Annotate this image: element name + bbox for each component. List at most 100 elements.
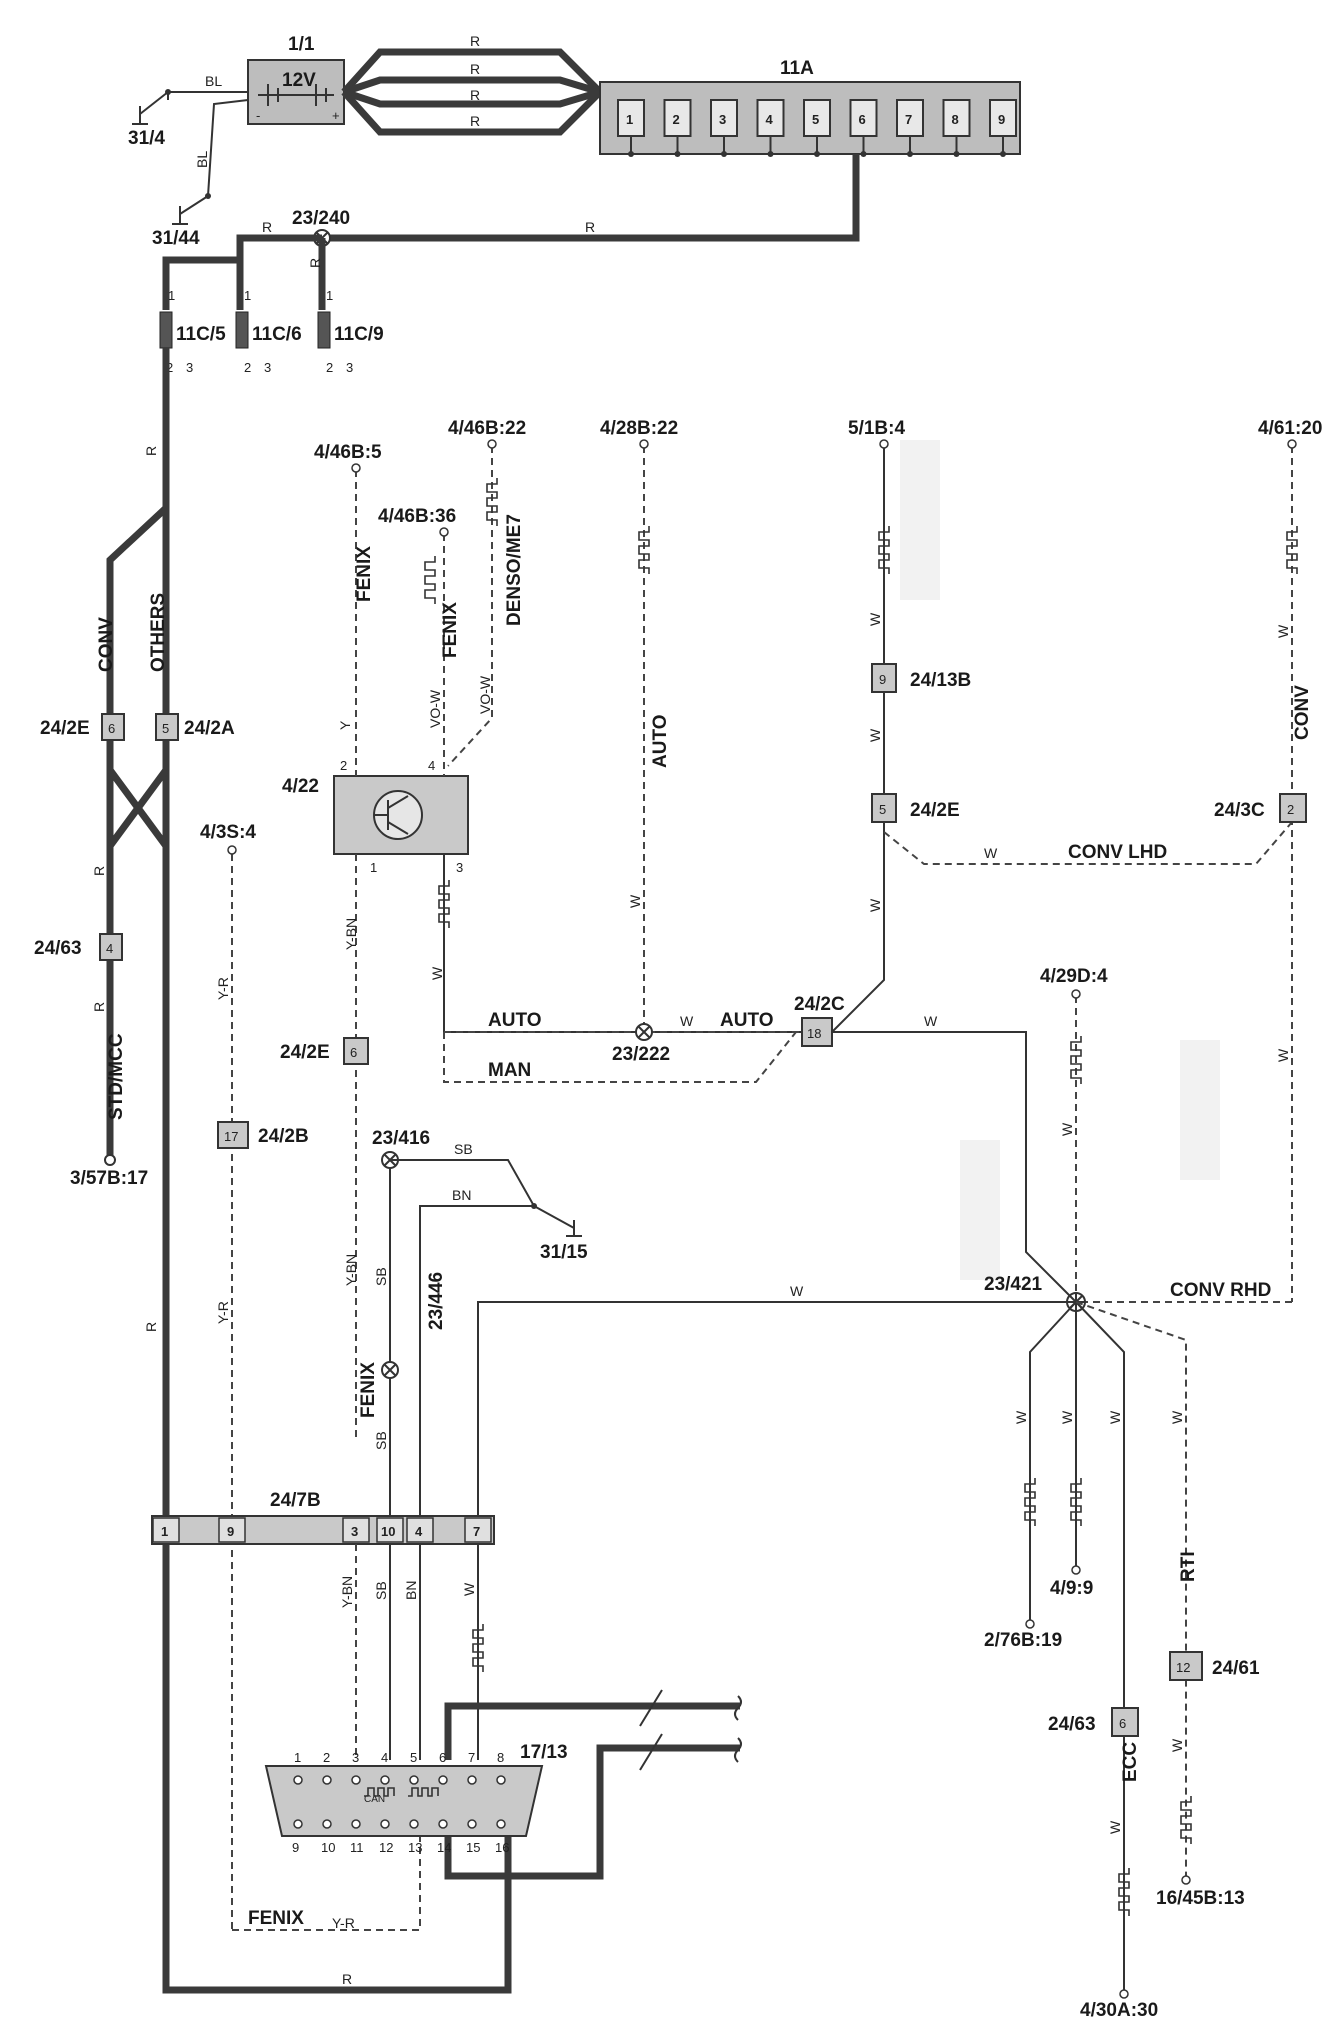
dlc-top-pin-label: 3 <box>352 1750 359 1765</box>
bar-pin-label: 4 <box>415 1524 423 1539</box>
splice-23-222: 23/222 <box>612 1044 670 1065</box>
connector-24-2a-pin: 5 <box>162 721 169 736</box>
bar-pin-label: 9 <box>227 1524 234 1539</box>
wire-label-w-14: W <box>1059 1410 1075 1424</box>
fuse-slot-label: 1 <box>626 112 633 127</box>
dlc-top-pin-label: 5 <box>410 1750 417 1765</box>
wire-label-bn-1: BN <box>452 1187 471 1203</box>
connector-24-2e-mid-ref: 24/2E <box>280 1042 330 1063</box>
connector-24-63-left-ref: 24/63 <box>34 938 82 959</box>
dlc-bottom-pin-label: 15 <box>466 1840 480 1855</box>
main-r-line: R R R CONV OTHERS R R STD/MCC 3/57B:17 <box>70 348 512 1994</box>
pulse-symbol <box>486 478 498 526</box>
bar-pin-label: 1 <box>161 1524 168 1539</box>
bar-pin-label: 10 <box>381 1524 395 1539</box>
wire-label-w-19: W <box>461 1582 477 1596</box>
dlc-bottom-pin-15 <box>467 1819 477 1829</box>
dlc-bottom-pin-label: 14 <box>437 1840 451 1855</box>
wire-label-r-1: R <box>470 33 480 49</box>
svg-text:3: 3 <box>346 360 353 375</box>
dlc-top-pin-7 <box>467 1775 477 1785</box>
wire-label-sb-3: SB <box>373 1431 389 1450</box>
splice-23-446: 23/446 <box>426 1272 447 1330</box>
wire-label-y-r-2: Y-R <box>215 1301 231 1324</box>
connector-24-2a: 5 24/2A <box>155 713 235 741</box>
fuse-11c-5: 11C/5 <box>176 324 226 345</box>
wire-label-sb-4: SB <box>373 1581 389 1600</box>
wire-label-w-7: W <box>984 845 998 861</box>
wire-label-w-12: W <box>790 1283 804 1299</box>
svg-text:2: 2 <box>166 360 173 375</box>
dlc-bottom-pin-label: 13 <box>408 1840 422 1855</box>
fuse-slot-2 <box>663 99 692 137</box>
connector-24-63-right: 6 24/63 <box>1048 1707 1139 1737</box>
wire-label-w-16: W <box>1107 1820 1123 1834</box>
connector-24-63-right-pin: 6 <box>1119 1716 1126 1731</box>
battery: 1/1 12V - + <box>247 34 345 125</box>
fuse-11c-6: 11C/6 <box>252 324 302 345</box>
wire-cut-marks <box>639 1689 742 1771</box>
wire-label-r-8: R <box>143 446 159 456</box>
pulse-symbol <box>1024 1478 1036 1526</box>
ground-31-4: 31/4 <box>128 128 165 149</box>
fuse-slot-6 <box>849 99 878 137</box>
terminal-4-29d-4: 4/29D:4 <box>1040 966 1108 987</box>
wire-label-y-bn-3: Y-BN <box>339 1576 355 1608</box>
fuse-slot-label: 6 <box>859 112 866 127</box>
battery-plus: + <box>332 108 340 123</box>
splice-23-416-label: 23/416 <box>372 1128 430 1149</box>
dlc-bottom-pin-12 <box>380 1819 390 1829</box>
variant-conv-lhd: CONV LHD <box>1068 842 1167 863</box>
splice-23-416: 23/416 SB BN 31/15 SB SB 23/446 <box>372 1128 588 1528</box>
wire-label-bl: BL <box>205 73 222 89</box>
terminal-3-57b-17: 3/57B:17 <box>70 1168 148 1189</box>
wire-label-w-9: W <box>1275 1048 1291 1062</box>
connector-24-2e-left: 6 24/2E <box>40 713 125 741</box>
wire-label-y-r-3: Y-R <box>332 1915 355 1931</box>
battery-feed-wires: R R R R <box>341 33 603 136</box>
wire-label-y: Y <box>337 720 353 730</box>
dlc-top-pin-5 <box>409 1775 419 1785</box>
connector-24-2e-left-pin: 6 <box>108 721 115 736</box>
dlc-top-pin-label: 2 <box>323 1750 330 1765</box>
module-4-22: 4/22 2 4 1 3 <box>282 758 469 875</box>
wire-5-1b-4: 5/1B:4 W W W W CONV LHD <box>831 418 1293 1033</box>
variant-auto-vertical: AUTO <box>650 715 671 768</box>
fuse-slot-4 <box>756 99 785 137</box>
variant-fenix-1: FENIX <box>354 546 375 602</box>
terminal-4-46b-22: 4/46B:22 <box>448 418 526 439</box>
terminal-2-76b-19: 2/76B:19 <box>984 1630 1062 1651</box>
variant-man: MAN <box>488 1060 531 1081</box>
wire-label-r-7: R <box>307 258 323 268</box>
wire-label-sb-1: SB <box>454 1141 473 1157</box>
wire-label-bl-2: BL <box>194 151 210 168</box>
bar-pin-4 <box>406 1517 434 1543</box>
battery-voltage: 12V <box>282 70 316 91</box>
dlc-bottom-pin-9 <box>293 1819 303 1829</box>
connector-24-61-ref: 24/61 <box>1212 1658 1260 1679</box>
svg-text:1: 1 <box>168 288 175 303</box>
wire-label-r-6: R <box>262 219 272 235</box>
battery-ground-wires: BL 31/4 BL 31/44 <box>128 73 249 249</box>
wire-label-r-4: R <box>470 113 480 129</box>
wire-label-bn-2: BN <box>403 1581 419 1600</box>
svg-text:2: 2 <box>326 360 333 375</box>
fuse-box-ref: 11A <box>780 58 814 79</box>
fuse-slot-label: 2 <box>673 112 680 127</box>
dlc-bottom-pin-label: 16 <box>495 1840 509 1855</box>
connector-24-3c-ref: 24/3C <box>1214 800 1265 821</box>
terminal-5-1b-4: 5/1B:4 <box>848 418 905 439</box>
wire-label-vo-w-1: VO-W <box>427 689 443 728</box>
dlc-bottom-pin-13 <box>409 1819 419 1829</box>
bar-pin-1 <box>152 1517 180 1543</box>
wire-label-r-5: R <box>585 219 595 235</box>
variant-conv-rhd: CONV RHD <box>1170 1280 1271 1301</box>
fuse-slot-label: 9 <box>998 112 1005 127</box>
dlc-ref: 17/13 <box>520 1742 568 1763</box>
wire-11a-to-240: R <box>322 154 860 242</box>
background-smudges <box>900 440 1220 1280</box>
